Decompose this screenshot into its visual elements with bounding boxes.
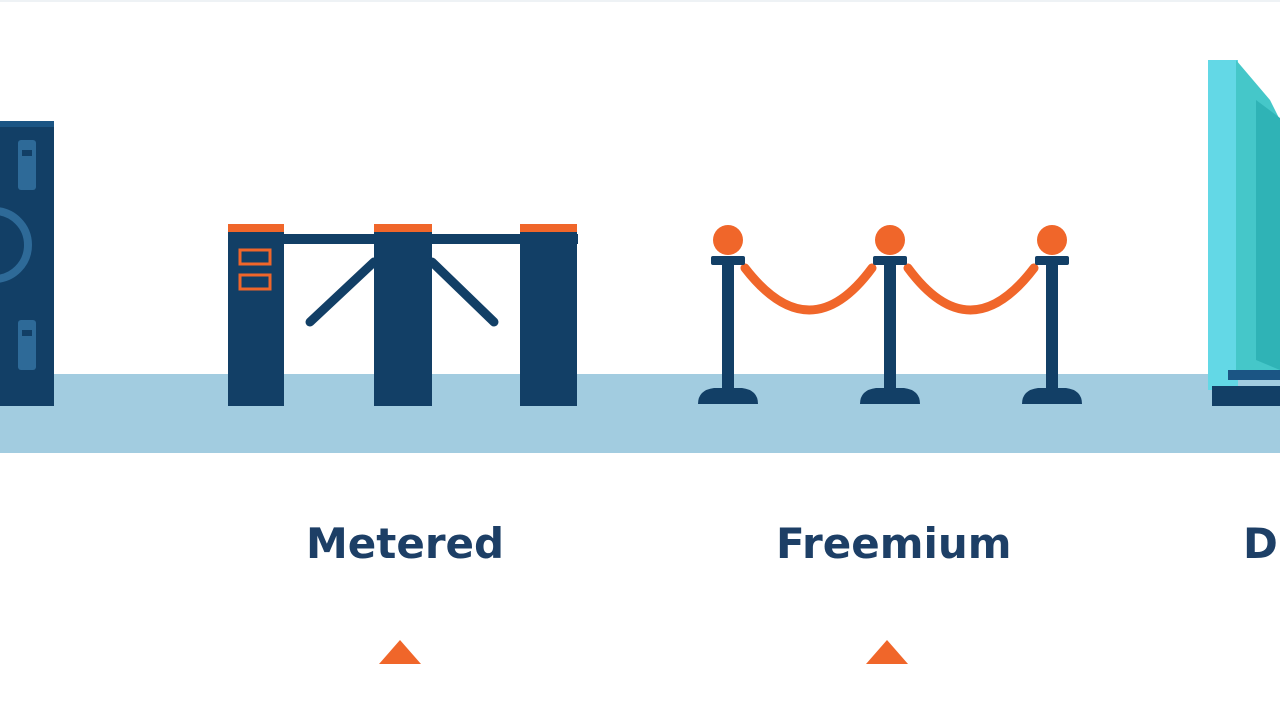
turnstile-icon bbox=[228, 224, 578, 406]
third-model-label: D bbox=[1243, 519, 1278, 568]
floor-band bbox=[0, 374, 1280, 453]
top-edge-line bbox=[0, 0, 1280, 2]
freemium-label: Freemium bbox=[776, 519, 1012, 568]
vault-door-icon bbox=[0, 121, 54, 406]
velvet-rope-stanchions-icon bbox=[698, 225, 1082, 404]
freemium-triangle-up-icon bbox=[866, 640, 908, 664]
metered-triangle-up-icon bbox=[379, 640, 421, 664]
metered-label: Metered bbox=[306, 519, 505, 568]
open-door-icon bbox=[1208, 60, 1280, 406]
